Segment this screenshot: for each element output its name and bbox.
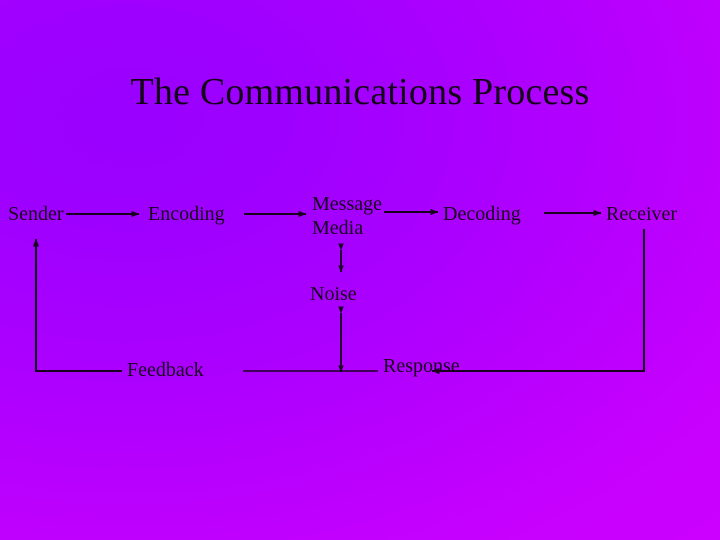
node-response[interactable]: Response xyxy=(383,355,460,378)
node-media-label: Media xyxy=(312,217,364,239)
node-receiver[interactable]: Receiver xyxy=(606,203,677,226)
edge-feedback-to-sender xyxy=(32,238,122,373)
edge-receiver-to-response xyxy=(431,229,646,375)
node-noise[interactable]: Noise xyxy=(310,283,357,306)
node-feedback-label: Feedback xyxy=(127,359,204,381)
node-feedback[interactable]: Feedback xyxy=(127,359,204,382)
page-title: The Communications Process xyxy=(130,71,590,113)
node-message-label: Message xyxy=(312,193,382,215)
node-noise-label: Noise xyxy=(310,283,357,305)
node-decoding-label: Decoding xyxy=(443,203,521,225)
node-message-media[interactable]: Message Media xyxy=(312,192,382,240)
node-sender-label: Sender xyxy=(8,203,64,225)
node-sender[interactable]: Sender xyxy=(8,203,64,226)
node-response-label: Response xyxy=(383,355,460,377)
node-encoding[interactable]: Encoding xyxy=(148,203,225,226)
node-receiver-label: Receiver xyxy=(606,203,678,225)
node-decoding[interactable]: Decoding xyxy=(443,203,521,226)
node-encoding-label: Encoding xyxy=(148,203,225,225)
